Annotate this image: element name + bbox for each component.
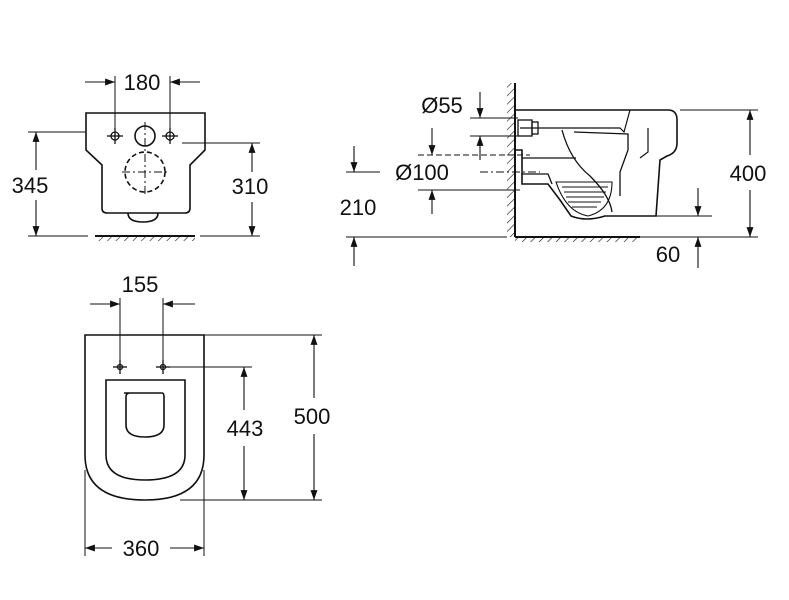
side-floor-hatch	[515, 237, 640, 242]
side-outlet-pipe	[522, 157, 576, 185]
dimension-labels: 180 345 310 Ø55 Ø100 210 400 60 155 443 …	[12, 70, 767, 561]
front-floor-hatch	[95, 236, 195, 241]
front-mount-hole-right	[162, 128, 178, 144]
label-side-seat-offset: 60	[656, 242, 680, 267]
side-view	[346, 83, 758, 268]
side-trap-inner	[573, 131, 629, 196]
label-front-mount-height: 310	[232, 174, 269, 199]
label-side-bowl-height: 400	[730, 161, 767, 186]
front-view-outline	[85, 112, 206, 214]
side-trap-outer	[561, 129, 613, 213]
front-view-bottom-lip	[127, 212, 159, 223]
side-water-surface	[555, 181, 613, 217]
label-top-total-width: 360	[123, 536, 160, 561]
side-bowl-outline	[515, 109, 678, 220]
top-outer-outline	[84, 334, 205, 501]
label-side-outlet-diameter: Ø100	[395, 160, 449, 185]
label-front-total-height: 345	[12, 173, 49, 198]
side-rim-line	[520, 109, 631, 134]
top-view	[84, 298, 322, 556]
side-bowl-step	[639, 128, 649, 159]
top-mount-hole-right	[156, 360, 170, 374]
side-water-lines	[562, 186, 608, 208]
label-side-inlet-diameter: Ø55	[421, 93, 463, 118]
label-top-hole-spacing: 155	[122, 272, 159, 297]
label-top-total-length: 500	[294, 404, 331, 429]
top-bowl-opening	[124, 392, 165, 438]
label-top-hole-to-front: 443	[227, 416, 264, 441]
front-view	[28, 76, 260, 241]
top-inner-outline	[105, 379, 186, 481]
side-wall-hatch	[507, 83, 515, 237]
side-inlet-nozzle	[531, 121, 539, 135]
top-mount-hole-left	[113, 360, 127, 374]
label-front-hole-spacing: 180	[124, 70, 161, 95]
label-side-outlet-height: 210	[340, 195, 377, 220]
front-mount-hole-left	[107, 128, 123, 144]
